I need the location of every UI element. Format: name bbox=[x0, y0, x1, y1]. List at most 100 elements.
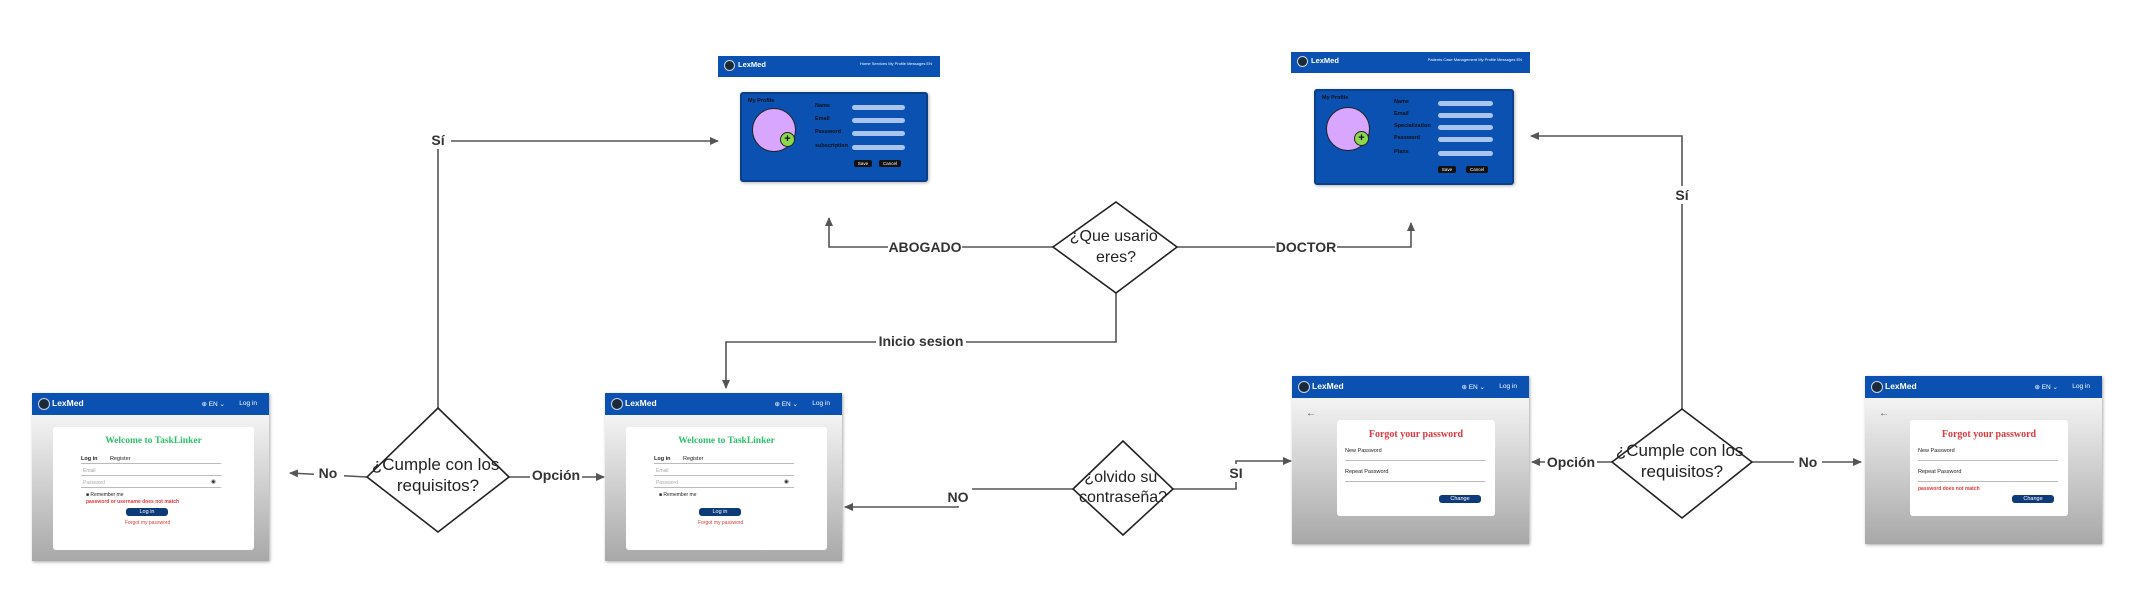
repeat-password-label: Repeat Password bbox=[1918, 469, 1962, 475]
field-specialization-label: Specialization bbox=[1394, 123, 1431, 129]
app-bar: LexMed ⊕ EN ⌄ Log in bbox=[605, 393, 842, 415]
decision-forgot-text-2: contraseña? bbox=[1079, 489, 1167, 506]
brand: LexMed bbox=[625, 398, 657, 408]
nav-login[interactable]: Log in bbox=[812, 400, 830, 407]
field-name-label: Name bbox=[1394, 99, 1409, 105]
field-password-label: Password bbox=[1394, 135, 1420, 141]
field-specialization-input[interactable] bbox=[1438, 125, 1493, 130]
repeat-password-input[interactable] bbox=[1345, 481, 1485, 482]
forgot-link[interactable]: Forgot my password bbox=[698, 520, 744, 526]
brand: LexMed bbox=[1885, 381, 1917, 391]
field-name-input[interactable] bbox=[852, 105, 905, 110]
decision-user-text-1: ¿Que usario bbox=[1070, 228, 1158, 245]
logo-icon bbox=[1871, 381, 1883, 393]
field-password-input[interactable] bbox=[1438, 137, 1493, 142]
password-input[interactable]: Password bbox=[656, 480, 678, 486]
label-forgot-no: NO bbox=[948, 489, 969, 505]
decision-right-text-1: ¿Cumple con los bbox=[1616, 441, 1744, 460]
edge-doctor bbox=[1177, 222, 1415, 248]
login-button[interactable]: Log in bbox=[699, 508, 741, 516]
repeat-password-label: Repeat Password bbox=[1345, 469, 1389, 475]
field-subscription-input[interactable] bbox=[852, 145, 905, 150]
new-password-input[interactable] bbox=[1345, 460, 1485, 461]
field-name-label: Name bbox=[815, 103, 830, 109]
save-button[interactable]: Save bbox=[854, 160, 872, 167]
edge-left-yes bbox=[437, 137, 719, 423]
cancel-button[interactable]: Cancel bbox=[1466, 166, 1488, 173]
lawyer-nav-bar: LexMed Home Services My Profile Messages… bbox=[718, 56, 940, 77]
language-select[interactable]: ⊕ EN ⌄ bbox=[774, 401, 798, 408]
change-button[interactable]: Change bbox=[1439, 495, 1481, 503]
label-login: Inicio sesion bbox=[879, 333, 964, 349]
add-photo-icon[interactable]: + bbox=[1354, 131, 1369, 146]
repeat-password-input[interactable] bbox=[1918, 481, 2058, 482]
add-photo-icon[interactable]: + bbox=[780, 132, 795, 147]
app-bar: LexMed ⊕ EN ⌄ Log in bbox=[1292, 376, 1529, 398]
nav-login[interactable]: Log in bbox=[239, 400, 257, 407]
brand: LexMed bbox=[738, 60, 766, 69]
logo-icon bbox=[611, 398, 623, 410]
doctor-nav-links[interactable]: Patients Case Management My Profile Mess… bbox=[1427, 57, 1522, 62]
label-left-option: Opción bbox=[532, 467, 580, 483]
email-input[interactable]: Email bbox=[83, 468, 96, 474]
nav-login[interactable]: Log in bbox=[2072, 383, 2090, 390]
lawyer-profile-card: My Profile + Name Email Password subscri… bbox=[740, 92, 928, 182]
tab-login[interactable]: Log in bbox=[81, 456, 98, 462]
decision-left-text-2: requisitos? bbox=[397, 476, 479, 495]
nav-login[interactable]: Log in bbox=[1499, 383, 1517, 390]
password-input[interactable]: Password bbox=[83, 480, 105, 486]
forgot-title: Forgot your password bbox=[1368, 429, 1464, 440]
back-arrow-icon[interactable]: ← bbox=[1879, 408, 1889, 419]
remember-checkbox[interactable]: ■ Remember me bbox=[86, 492, 124, 498]
decision-right-text-2: requisitos? bbox=[1641, 462, 1723, 481]
label-left-no: No bbox=[319, 465, 338, 481]
eye-icon[interactable]: ◉ bbox=[784, 479, 789, 485]
field-plans-input[interactable] bbox=[1438, 151, 1493, 156]
login-card: Welcome to TaskLinker Log in Register Em… bbox=[53, 427, 254, 550]
field-email-input[interactable] bbox=[1438, 113, 1493, 118]
back-arrow-icon[interactable]: ← bbox=[1306, 408, 1316, 419]
forgot-screen-center: LexMed ⊕ EN ⌄ Log in ← Forgot your passw… bbox=[1292, 376, 1529, 544]
profile-title: My Profile bbox=[748, 98, 775, 104]
tab-register[interactable]: Register bbox=[683, 456, 704, 462]
svg-text:¿Que usario eres?: ¿Que usario eres? bbox=[1070, 228, 1163, 266]
save-button[interactable]: Save bbox=[1438, 166, 1456, 173]
forgot-card: Forgot your password New Password Repeat… bbox=[1337, 420, 1495, 516]
login-screen-left: LexMed ⊕ EN ⌄ Log in Welcome to TaskLink… bbox=[32, 393, 269, 561]
brand: LexMed bbox=[1312, 381, 1344, 391]
label-lawyer: ABOGADO bbox=[888, 239, 961, 255]
language-select[interactable]: ⊕ EN ⌄ bbox=[201, 401, 225, 408]
forgot-title: Forgot your password bbox=[1941, 429, 2037, 440]
language-select[interactable]: ⊕ EN ⌄ bbox=[1461, 384, 1485, 391]
field-email-input[interactable] bbox=[852, 118, 905, 123]
app-bar: LexMed ⊕ EN ⌄ Log in bbox=[1865, 376, 2102, 398]
edge-right-yes bbox=[1530, 132, 1683, 409]
label-forgot-yes: SI bbox=[1229, 465, 1242, 481]
new-password-label: New Password bbox=[1345, 448, 1382, 454]
remember-checkbox[interactable]: ■ Remember me bbox=[659, 492, 697, 498]
cancel-button[interactable]: Cancel bbox=[879, 160, 901, 167]
login-button[interactable]: Log in bbox=[126, 508, 168, 516]
eye-icon[interactable]: ◉ bbox=[211, 479, 216, 485]
decision-user-text-2: eres? bbox=[1096, 249, 1136, 266]
svg-text:¿olvido su contraseña?: ¿olvido su contraseña? bbox=[1079, 469, 1167, 506]
label-right-yes: Sí bbox=[1675, 187, 1689, 203]
forgot-error: password does not match bbox=[1918, 486, 1980, 492]
change-button[interactable]: Change bbox=[2012, 495, 2054, 503]
forgot-link[interactable]: Forgot my password bbox=[125, 520, 171, 526]
new-password-input[interactable] bbox=[1918, 460, 2058, 461]
decision-user-type bbox=[1051, 201, 1179, 294]
forgot-card: Forgot your password New Password Repeat… bbox=[1910, 420, 2068, 516]
login-screen-middle: LexMed ⊕ EN ⌄ Log in Welcome to TaskLink… bbox=[605, 393, 842, 561]
email-input[interactable]: Email bbox=[656, 468, 669, 474]
login-title: Welcome to TaskLinker bbox=[678, 436, 775, 446]
tab-login[interactable]: Log in bbox=[654, 456, 671, 462]
field-password-input[interactable] bbox=[852, 131, 905, 136]
lawyer-nav-links[interactable]: Home Services My Profile Messages EN bbox=[859, 61, 932, 66]
language-select[interactable]: ⊕ EN ⌄ bbox=[2034, 384, 2058, 391]
field-plans-label: Plans bbox=[1394, 149, 1409, 155]
field-name-input[interactable] bbox=[1438, 101, 1493, 106]
tab-register[interactable]: Register bbox=[110, 456, 131, 462]
field-email-label: Email bbox=[1394, 111, 1409, 117]
